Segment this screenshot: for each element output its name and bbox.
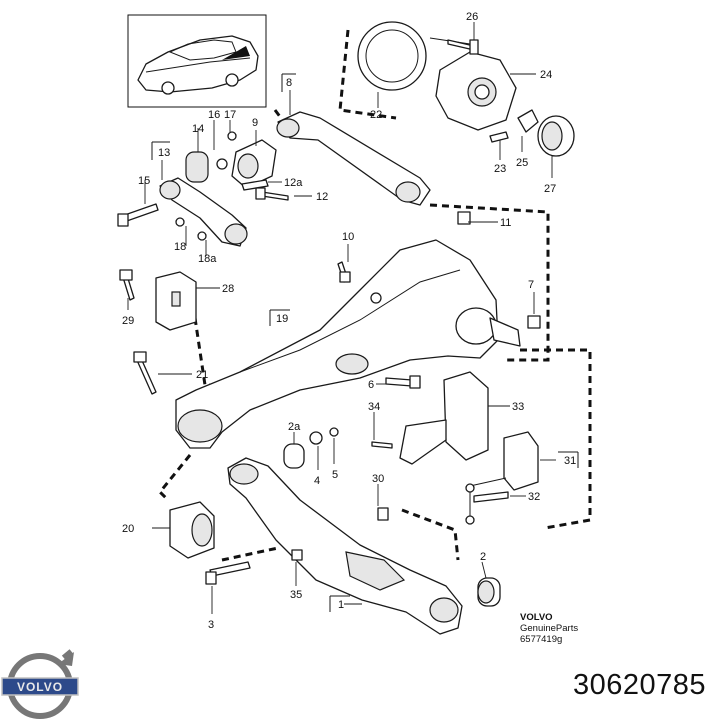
callout-15: 15 bbox=[138, 175, 150, 187]
callout-14: 14 bbox=[192, 123, 204, 135]
trailing-arm bbox=[175, 239, 521, 449]
callout-9: 9 bbox=[252, 117, 258, 129]
callout-1: 1 bbox=[338, 599, 344, 611]
callout-23: 23 bbox=[494, 163, 506, 175]
callout-17: 17 bbox=[224, 109, 236, 121]
callout-26: 26 bbox=[466, 11, 478, 23]
catalog-code-text: 6577419g bbox=[520, 634, 562, 645]
genuine-parts-text: GenuineParts bbox=[520, 623, 578, 634]
callout-16: 16 bbox=[208, 109, 220, 121]
callout-34: 34 bbox=[368, 401, 380, 413]
callout-22: 22 bbox=[370, 109, 382, 121]
lower-control-arm bbox=[227, 457, 463, 635]
volvo-genuine-parts: VOLVO GenuineParts 6577419g bbox=[520, 612, 578, 645]
rubber-block-28 bbox=[155, 271, 197, 331]
wheel-hub-assembly bbox=[357, 21, 575, 157]
callout-3: 3 bbox=[208, 619, 214, 631]
bushings-top bbox=[185, 139, 277, 189]
car-inset bbox=[127, 14, 267, 108]
callout-18: 18 bbox=[174, 241, 186, 253]
callout-12a: 12a bbox=[284, 177, 303, 189]
callout-20: 20 bbox=[122, 523, 134, 535]
callout-5: 5 bbox=[332, 469, 338, 481]
callout-labels: 1 2 2a 3 4 5 6 7 8 9 10 11 12 12a 13 14 … bbox=[122, 11, 576, 631]
bracket-33 bbox=[399, 371, 489, 465]
callout-18a: 18a bbox=[198, 253, 217, 265]
callout-10: 10 bbox=[342, 231, 354, 243]
callout-12: 12 bbox=[316, 191, 328, 203]
callout-29: 29 bbox=[122, 315, 134, 327]
callout-28: 28 bbox=[222, 283, 234, 295]
level-sensor-31 bbox=[465, 431, 539, 525]
part-number: 30620785 bbox=[572, 669, 706, 701]
bushing-2 bbox=[477, 577, 501, 607]
callout-13: 13 bbox=[158, 147, 170, 159]
callout-30: 30 bbox=[372, 473, 384, 485]
callout-7: 7 bbox=[528, 279, 534, 291]
callout-32: 32 bbox=[528, 491, 540, 503]
bushing-20 bbox=[169, 501, 215, 559]
logo-wordmark: VOLVO bbox=[17, 680, 63, 694]
callout-33: 33 bbox=[512, 401, 524, 413]
callout-11: 11 bbox=[500, 217, 511, 229]
callout-35: 35 bbox=[290, 589, 302, 601]
callout-6: 6 bbox=[368, 379, 374, 391]
callout-24: 24 bbox=[540, 69, 552, 81]
volvo-logo: VOLVO bbox=[1, 649, 79, 719]
bushing-2a-washers bbox=[283, 427, 339, 469]
callout-8: 8 bbox=[286, 77, 292, 89]
callout-27: 27 bbox=[544, 183, 556, 195]
callout-21: 21 bbox=[196, 369, 208, 381]
brand-volvo-text: VOLVO bbox=[520, 612, 553, 623]
fasteners bbox=[117, 39, 541, 585]
callout-25: 25 bbox=[516, 157, 528, 169]
leader-lines bbox=[127, 22, 556, 614]
upper-control-arm bbox=[276, 111, 431, 206]
link-arm bbox=[159, 177, 248, 247]
callout-frames bbox=[151, 73, 579, 612]
callout-31: 31 bbox=[564, 455, 576, 467]
callout-2: 2 bbox=[480, 551, 486, 563]
callout-4: 4 bbox=[314, 475, 320, 487]
callout-2a: 2a bbox=[288, 421, 301, 433]
callout-19: 19 bbox=[276, 313, 288, 325]
